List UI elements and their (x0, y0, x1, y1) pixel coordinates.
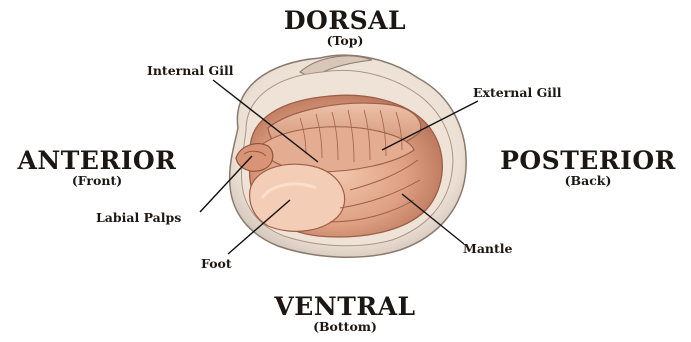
external-gill-label: External Gill (473, 87, 562, 100)
ventral-label: VENTRAL (235, 294, 455, 319)
ventral-sublabel: (Bottom) (235, 321, 455, 334)
ventral-heading: VENTRAL (Bottom) (235, 294, 455, 334)
mantle-label: Mantle (463, 243, 513, 256)
foot-label: Foot (201, 258, 232, 271)
posterior-heading: POSTERIOR (Back) (488, 148, 688, 188)
anterior-sublabel: (Front) (2, 175, 192, 188)
dorsal-heading: DORSAL (Top) (245, 8, 445, 48)
internal-gill-label: Internal Gill (147, 65, 233, 78)
dorsal-sublabel: (Top) (245, 35, 445, 48)
anterior-label: ANTERIOR (2, 148, 192, 173)
labial-palps-label: Labial Palps (96, 212, 181, 225)
dorsal-label: DORSAL (245, 8, 445, 33)
posterior-label: POSTERIOR (488, 148, 688, 173)
posterior-sublabel: (Back) (488, 175, 688, 188)
anterior-heading: ANTERIOR (Front) (2, 148, 192, 188)
